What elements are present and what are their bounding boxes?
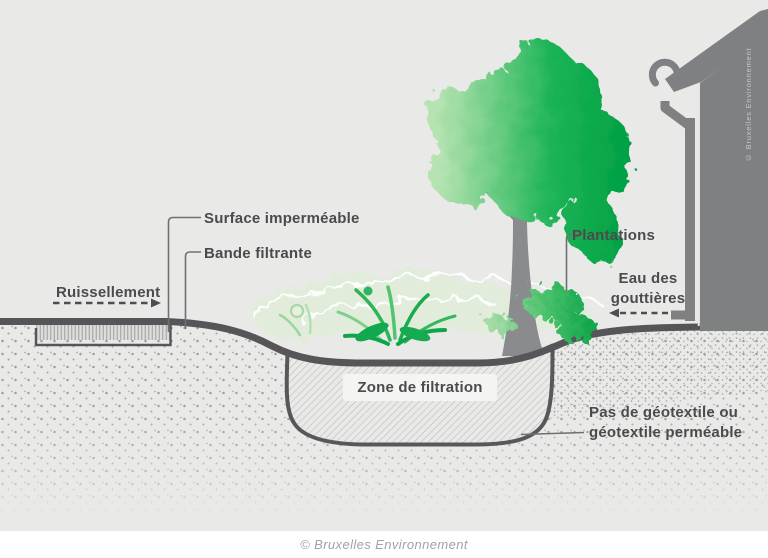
label-surface-impermeable: Surface imperméable [204, 210, 360, 227]
runoff-arrowhead-icon [151, 298, 161, 308]
planting-leaves [485, 286, 598, 340]
tree-trunk [472, 171, 566, 356]
gutter-water-arrowhead-icon [609, 308, 619, 318]
roof-shape [665, 9, 768, 92]
flow-arrows [53, 298, 668, 318]
copyright-bottom: © Bruxelles Environnement [300, 537, 468, 552]
leader-lines [167, 216, 585, 436]
leader-line-bande [184, 251, 201, 329]
label-geotextile-line2: géotextile perméable [589, 424, 743, 442]
label-zone-filtration: Zone de filtration [343, 374, 497, 401]
grass-leaf [399, 326, 431, 342]
label-bande-filtrante: Bande filtrante [204, 245, 313, 262]
label-eau-gouttieres-line2: gouttières [610, 290, 686, 308]
berry-ring [289, 303, 305, 319]
wall-shape [700, 32, 768, 331]
gutter-icon [648, 58, 681, 87]
diagram-canvas: Surface imperméable Bande filtrante Ruis… [0, 0, 768, 531]
infiltration-diagram-illustration [0, 9, 768, 514]
ground-surface-line [0, 318, 768, 367]
leader-line-surface [167, 216, 201, 332]
house-illustration [648, 9, 768, 331]
label-ruissellement: Ruissellement [56, 284, 161, 301]
leader-line-geotextile [520, 431, 585, 436]
label-geotextile-line1: Pas de géotextile ou [589, 404, 739, 421]
label-eau-gouttieres: Eau des gouttières [597, 269, 699, 310]
label-plantations: Plantations [572, 227, 656, 244]
copyright-vertical: © Bruxelles Environnement [744, 47, 753, 162]
berry-dot [363, 286, 373, 296]
gutter-connector [660, 101, 691, 129]
filter-strip [34, 322, 172, 347]
grass-leaf [355, 322, 389, 342]
leader-line-plantations [565, 233, 585, 291]
tree-canopy [426, 42, 632, 264]
label-geotextile: Pas de géotextile ou géotextile perméabl… [589, 403, 742, 444]
label-eau-gouttieres-line1: Eau des [618, 270, 678, 287]
